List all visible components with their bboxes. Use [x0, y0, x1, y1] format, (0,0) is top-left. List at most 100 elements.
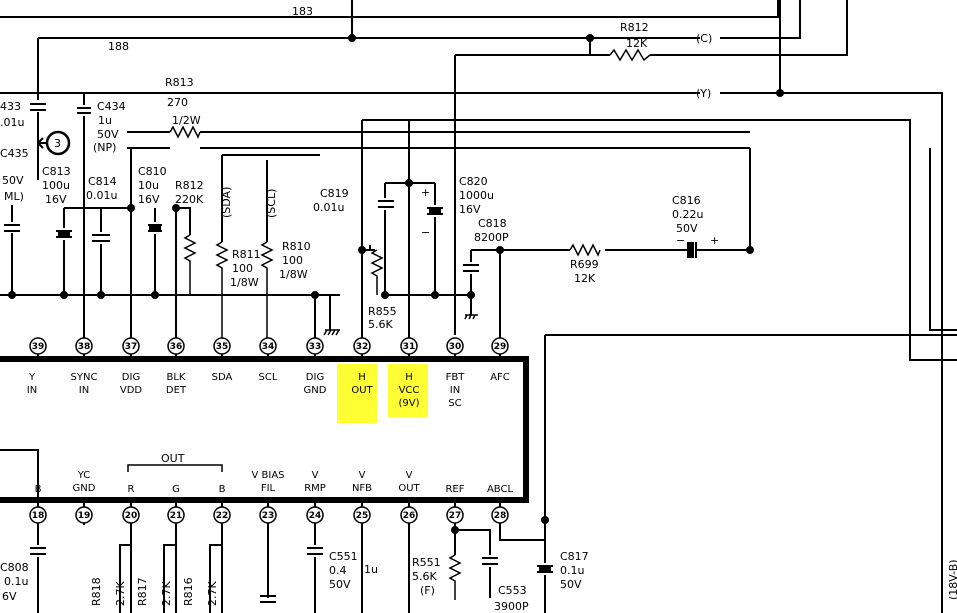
pin-circle [75, 506, 93, 524]
pin-number: 18 [32, 511, 45, 521]
c808-value: 0.1u [4, 575, 28, 588]
c551-ref: C551 [329, 550, 358, 563]
bottom-wires [0, 335, 553, 613]
r813-value: 270 [167, 96, 188, 109]
pin-number: 21 [170, 511, 183, 521]
r551-value: 5.6K [412, 570, 437, 583]
c816-minus: − [676, 234, 685, 247]
r811-ref: R811 [232, 248, 261, 261]
wire-label-183: 183 [292, 5, 313, 18]
pin-circle [353, 506, 371, 524]
pin-number: 20 [125, 511, 138, 521]
c816-value: 0.22u [672, 208, 703, 221]
c433-value: .01u [0, 116, 24, 129]
c819-ref: C819 [320, 187, 349, 200]
ic-body [0, 356, 529, 503]
c551-unit: 1u [364, 563, 378, 576]
pin-label: IN [450, 385, 460, 396]
pin-circle [491, 506, 509, 524]
capacitor-c820 [385, 183, 471, 340]
pin-label: R [128, 484, 135, 495]
pin-label: GND [304, 385, 327, 396]
pin-circle [306, 506, 324, 524]
pin-circle [122, 506, 140, 524]
c435-ref: C435 [0, 147, 29, 160]
pin-label: B [219, 484, 226, 495]
pin-number: 33 [309, 342, 322, 352]
r811-rating: 1/8W [230, 276, 259, 289]
pin-label: VDD [120, 385, 143, 396]
capacitor-c810 [148, 208, 162, 295]
r699-ref: R699 [570, 258, 599, 271]
c820-ref: C820 [459, 175, 488, 188]
resistor-r811 [215, 154, 320, 340]
pin-circle [29, 337, 47, 355]
r855-ref: R855 [368, 305, 397, 318]
pin-circle [167, 337, 185, 355]
c818-ref: C818 [478, 217, 507, 230]
pin-circle [213, 506, 231, 524]
pin-circle [167, 506, 185, 524]
pin-number: 38 [78, 342, 91, 352]
c808-ref: C808 [0, 561, 29, 574]
pin-circle [75, 337, 93, 355]
pin-label: REF [445, 484, 464, 495]
r551-ref: R551 [412, 556, 441, 569]
c814-value: 0.01u [86, 189, 117, 202]
pin-number: 39 [32, 342, 45, 352]
wire-label-188: 188 [108, 40, 129, 53]
resistor-r812-top [609, 48, 651, 62]
pin-circle [259, 506, 277, 524]
pin-label: RMP [304, 483, 326, 494]
capacitor-c813 [56, 207, 131, 295]
pin-label: SC [448, 398, 461, 409]
c434-ref: C434 [97, 100, 126, 113]
c434-value: 1u [98, 114, 112, 127]
c819-value: 0.01u [313, 201, 344, 214]
pin-number: 30 [449, 342, 462, 352]
pin-label: BLK [167, 372, 186, 383]
out-group-label: OUT [161, 452, 185, 465]
pin-label: YC [77, 470, 91, 481]
c816-plus: + [710, 234, 719, 247]
resistor-r699 [500, 243, 675, 257]
pin-number: 28 [494, 511, 507, 521]
pin-circle [122, 337, 140, 355]
r810-value: 100 [282, 254, 303, 267]
pin-label: V [359, 470, 366, 481]
pin-label: IN [27, 385, 37, 396]
circle-3-label: 3 [54, 137, 61, 150]
pin-number: 26 [403, 511, 416, 521]
pin-circle [446, 506, 464, 524]
c433-ref: 433 [0, 100, 21, 113]
sda-net-label: (SDA) [220, 187, 233, 218]
pin-number: 27 [449, 511, 462, 521]
pin-label: H [405, 372, 413, 383]
c810-value: 10u [138, 179, 159, 192]
c434-volt: 50V [97, 128, 119, 141]
side-net-label: (18V-B) [947, 559, 957, 600]
r551-note: (F) [420, 584, 435, 597]
pin-circle [400, 506, 418, 524]
c435-volt: 50V [2, 174, 24, 187]
c813-value: 100u [42, 179, 70, 192]
r812-top-ref: R812 [620, 21, 649, 34]
c820-value: 1000u [459, 189, 494, 202]
pin-label: Y [28, 372, 36, 383]
c551-volt: 50V [329, 578, 351, 591]
pin-number: 29 [494, 342, 507, 352]
c817-ref: C817 [560, 550, 589, 563]
pin-label: FIL [261, 483, 276, 494]
pin-label: IN [79, 385, 89, 396]
pin-label: OUT [351, 385, 373, 396]
r810-rating: 1/8W [279, 268, 308, 281]
r813-rating: 1/2W [172, 114, 201, 127]
r699-value: 12K [574, 272, 596, 285]
net-label-c: (C) [696, 32, 712, 45]
c553-value: 3900P [494, 600, 529, 613]
pin-number: 36 [170, 342, 183, 352]
